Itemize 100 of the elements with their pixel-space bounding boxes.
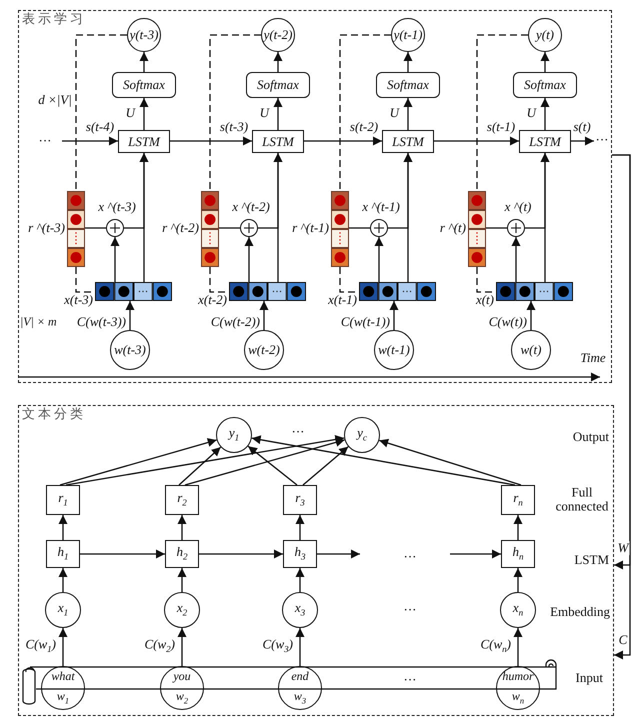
softmax-box — [112, 72, 176, 98]
vector-label: r ^(t) — [440, 221, 466, 235]
ellipsis: ··· — [404, 550, 416, 564]
node-label: y$_{c}$ — [357, 426, 367, 444]
node-label: Softmax — [257, 78, 299, 92]
row-label: Output — [572, 430, 609, 444]
arrow — [540, 52, 550, 72]
circle-node — [496, 666, 540, 710]
node-label: x$_{n}$ — [512, 601, 524, 619]
layer-box — [519, 130, 571, 153]
vector-bar — [95, 282, 172, 301]
arrow — [126, 301, 134, 330]
vector-bar — [468, 191, 486, 267]
edge-label: C(w$_{3}$) — [261, 637, 294, 655]
arrow — [58, 628, 68, 666]
node-label: h$_{2}$ — [176, 545, 188, 563]
dashed-line — [476, 34, 528, 191]
node-label: x$_{2}$ — [176, 601, 188, 619]
arrow — [66, 435, 344, 486]
ellipsis: ··· — [596, 133, 608, 147]
arrow — [514, 568, 522, 592]
arrow — [170, 136, 252, 146]
node-label: y$_{1}$ — [228, 426, 240, 444]
edge-label: C — [618, 633, 628, 647]
vector-label: x(t) — [476, 293, 494, 307]
node-label: r$_{2}$ — [177, 491, 187, 509]
edge-label: x ^(t-3) — [97, 200, 137, 214]
vector-bar — [496, 282, 573, 301]
arrow — [514, 628, 522, 666]
arrow — [450, 550, 501, 558]
node-label: you — [173, 670, 191, 682]
connector-line — [219, 227, 240, 229]
circle-node — [110, 330, 150, 370]
edge-label: U — [258, 106, 270, 120]
layer-box — [382, 130, 434, 153]
edge-label: C(w$_{1}$) — [24, 637, 57, 655]
circle-node — [261, 18, 295, 52]
arrow — [302, 446, 349, 486]
node-label: Softmax — [524, 78, 566, 92]
circle-node — [127, 18, 161, 52]
edge-label: s(t-3) — [218, 120, 250, 134]
axis-label: Time — [580, 351, 606, 365]
arrow — [274, 98, 282, 130]
arrow — [110, 237, 120, 282]
sum-circle — [507, 219, 525, 237]
arrow — [296, 515, 304, 540]
dashed-line — [75, 34, 127, 191]
arrow — [404, 52, 412, 72]
node-label: LSTM — [128, 134, 160, 148]
circle-node — [216, 417, 252, 453]
layer-box — [46, 540, 80, 568]
vector-bar — [67, 191, 85, 267]
arrow — [248, 446, 298, 486]
edge-label: U — [526, 106, 537, 120]
arrow — [184, 438, 345, 486]
node-label: w$_{3}$ — [294, 690, 306, 706]
node-label: h$_{n}$ — [512, 545, 524, 563]
layer-box — [283, 540, 317, 568]
layer-box — [118, 130, 170, 153]
node-label: y(t) — [536, 28, 554, 42]
node-label: end — [291, 670, 309, 682]
arrow — [140, 98, 148, 130]
edge-label: C(w(t-1)) — [340, 315, 391, 329]
connector-line — [486, 227, 507, 229]
node-label: w(t-2) — [248, 343, 280, 357]
arrow — [374, 237, 384, 282]
node-label: h$_{3}$ — [294, 545, 306, 563]
circle-node — [278, 666, 322, 710]
edge-label: s(t) — [572, 120, 592, 134]
node-label: LSTM — [262, 134, 294, 148]
dashed-line — [209, 34, 261, 191]
vector-label: r ^(t-1) — [292, 221, 329, 235]
circle-node — [160, 666, 204, 710]
edge-label: C(w(t)) — [488, 315, 528, 329]
arrow — [434, 136, 519, 146]
ellipsis: ··· — [404, 673, 416, 687]
arrow — [540, 98, 550, 130]
softmax-box — [376, 72, 440, 98]
vector-label: r ^(t-2) — [162, 221, 199, 235]
edge-label: U — [388, 106, 400, 120]
arrow — [58, 515, 68, 540]
node-label: w$_{n}$ — [512, 690, 524, 706]
panel-title: 文本分类 — [22, 408, 86, 422]
node-label: humor — [502, 670, 534, 682]
edge-label: C(w(t-2)) — [210, 315, 261, 329]
arrow — [80, 550, 165, 558]
arrow — [390, 301, 398, 330]
edge-label: U — [124, 106, 136, 120]
node-label: y(t-3) — [130, 28, 158, 42]
node-label: x$_{3}$ — [294, 601, 306, 619]
arrow — [244, 237, 254, 282]
node-label: LSTM — [392, 134, 424, 148]
circle-node — [45, 592, 81, 628]
arrow — [178, 515, 186, 540]
panel-title: 表示学习 — [22, 13, 86, 27]
ellipsis: ··· — [404, 603, 416, 617]
sum-circle — [106, 219, 124, 237]
circle-node — [344, 417, 380, 453]
circle-node — [391, 18, 425, 52]
arrow — [178, 446, 222, 486]
